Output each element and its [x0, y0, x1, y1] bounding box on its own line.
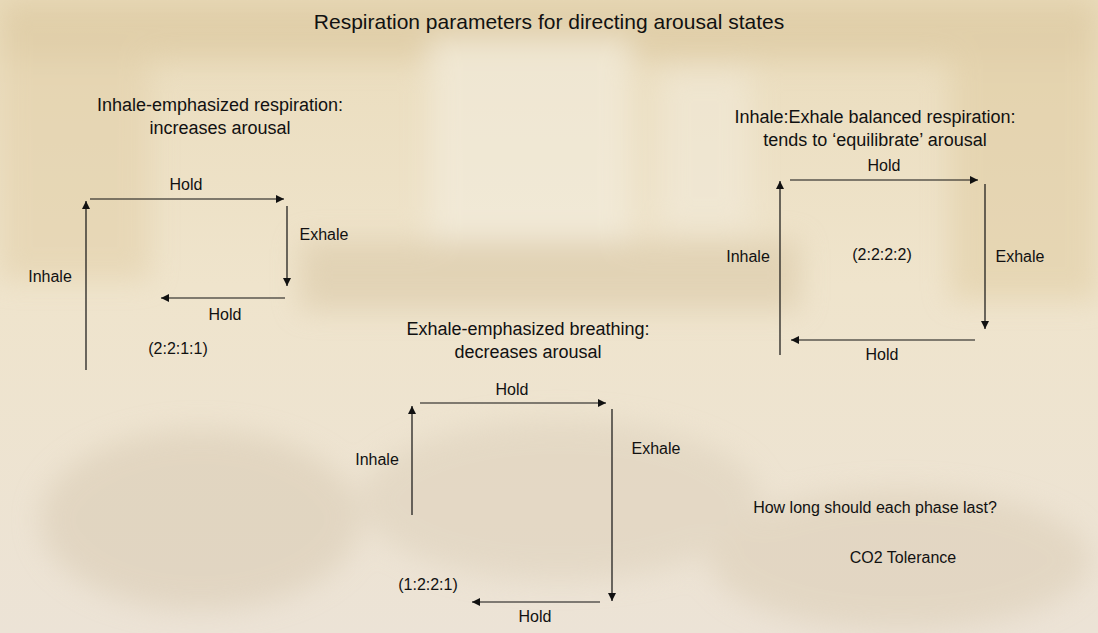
- ratio-label: (2:2:1:1): [148, 340, 208, 358]
- inhale-arrow: [85, 201, 86, 370]
- hold-arrow: [90, 198, 284, 199]
- phase-label: Hold: [170, 176, 203, 194]
- phase-label: Inhale: [726, 248, 770, 266]
- slide-title: Respiration parameters for directing aro…: [314, 10, 784, 34]
- question-note: How long should each phase last?: [753, 499, 997, 517]
- inhale-arrow: [411, 406, 412, 515]
- hold-arrow: [161, 297, 285, 298]
- hold-arrow: [420, 402, 606, 403]
- phase-label: Hold: [868, 157, 901, 175]
- phase-label: Inhale: [355, 451, 399, 469]
- phase-label: Hold: [866, 346, 899, 364]
- phase-label: Exhale: [632, 440, 681, 458]
- exhale-arrow: [611, 409, 612, 601]
- ratio-label: (1:2:2:1): [398, 576, 458, 594]
- hold-arrow: [791, 339, 975, 340]
- hold-arrow: [472, 601, 600, 602]
- exhale-arrow: [984, 184, 985, 329]
- phase-label: Hold: [209, 306, 242, 324]
- pattern-heading: Exhale-emphasized breathing: decreases a…: [378, 318, 678, 363]
- phase-label: Inhale: [28, 268, 72, 286]
- pattern-heading: Inhale:Exhale balanced respiration: tend…: [715, 106, 1035, 151]
- phase-label: Exhale: [996, 248, 1045, 266]
- inhale-arrow: [779, 181, 780, 355]
- phase-label: Exhale: [300, 226, 349, 244]
- ratio-label: (2:2:2:2): [852, 246, 912, 264]
- pattern-heading: Inhale-emphasized respiration: increases…: [60, 94, 380, 139]
- phase-label: Hold: [519, 608, 552, 626]
- note-label: CO2 Tolerance: [850, 549, 956, 567]
- phase-label: Hold: [496, 381, 529, 399]
- hold-arrow: [790, 179, 978, 180]
- exhale-arrow: [286, 206, 287, 286]
